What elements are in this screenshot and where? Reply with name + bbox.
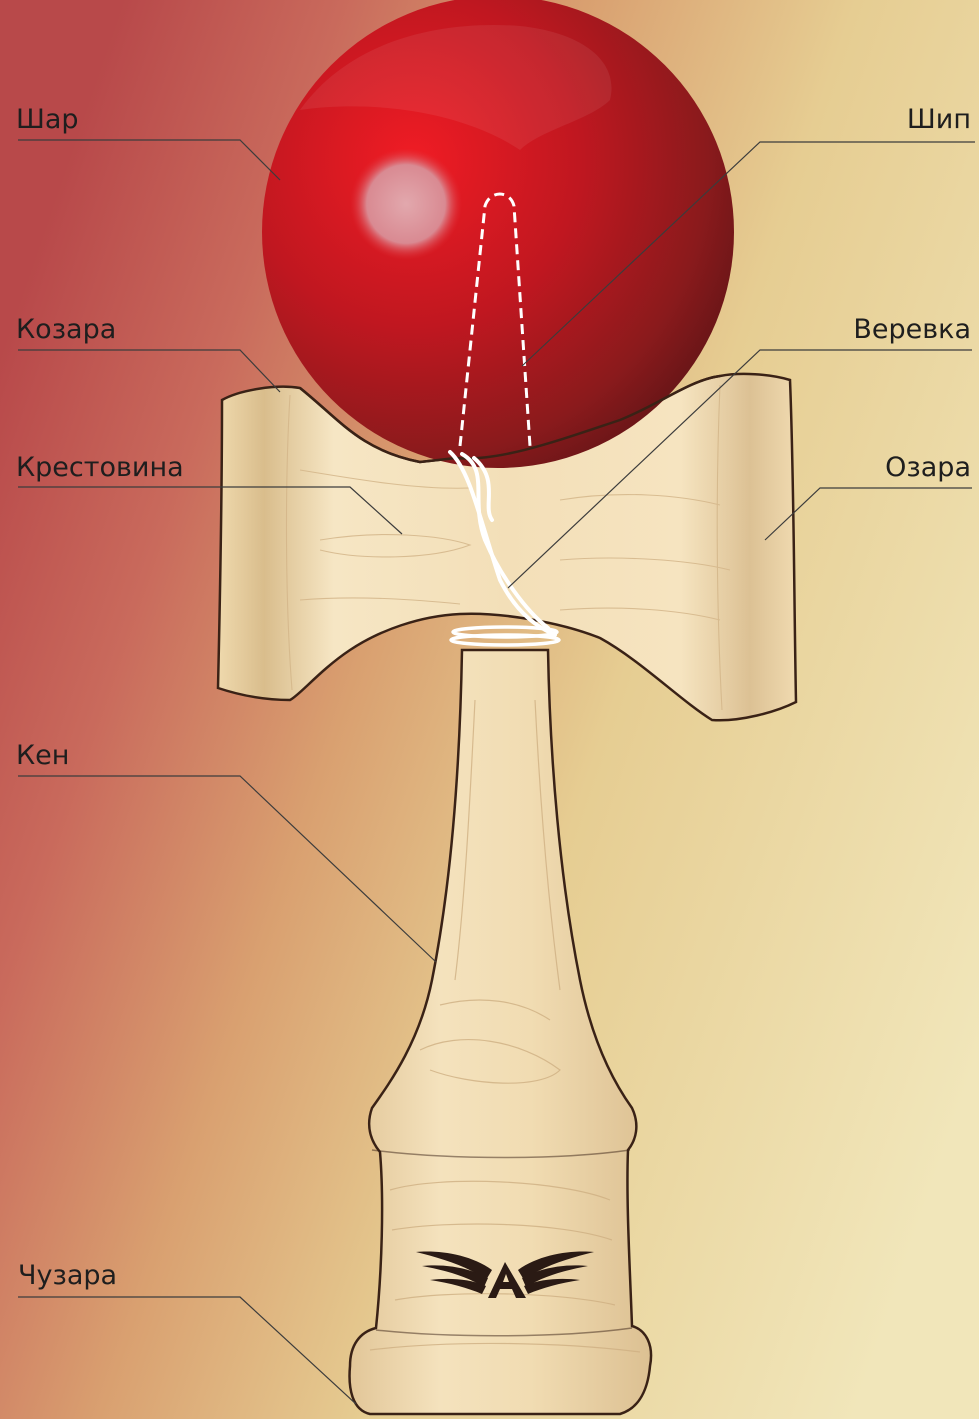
label-ball: Шар <box>16 106 79 133</box>
label-spike: Шип <box>907 106 971 133</box>
label-base-cup: Чузара <box>18 1262 117 1289</box>
label-ken: Кен <box>16 742 69 769</box>
label-big-cup: Козара <box>16 316 116 343</box>
label-crosspiece: Крестовина <box>16 454 184 481</box>
label-small-cup: Озара <box>885 454 971 481</box>
label-string: Веревка <box>853 316 971 343</box>
ball-highlight <box>350 148 462 260</box>
